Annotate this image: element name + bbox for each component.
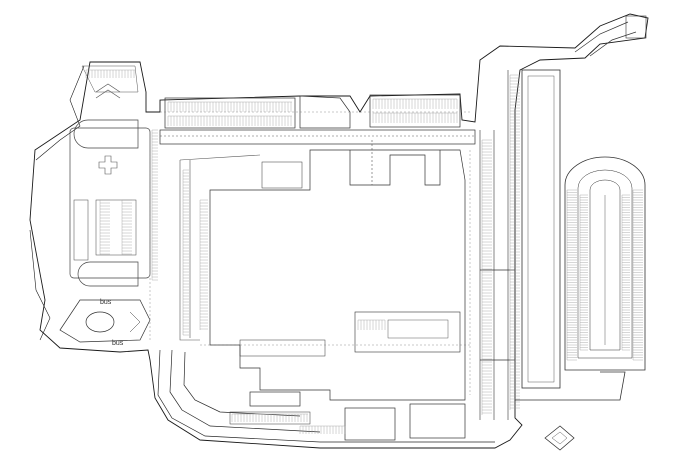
walkways [149,111,471,395]
east-loop-stalls [566,189,643,361]
east-corridor [479,69,626,420]
south-parking-stalls [231,413,346,434]
east-parking-stalls [481,74,520,415]
north-building-strip [159,94,476,145]
west-boundary [29,13,649,449]
south-buildings [229,391,466,441]
internal-road-loop [179,140,373,341]
kiosk [544,425,575,451]
west-parking-stalls [85,69,158,281]
medical-cross-icon [98,155,118,175]
northeast-ramp [574,15,647,57]
bus-loop [59,299,151,343]
north-parking-stalls [167,98,458,126]
bus-label-bottom: bus [112,340,124,347]
chevron-arrow-icon [95,83,121,99]
central-parking-stalls [182,169,386,336]
main-building [209,149,466,401]
bus-label-top: bus [100,299,112,306]
south-ring-road [157,349,495,443]
east-loop-lot [564,156,646,371]
